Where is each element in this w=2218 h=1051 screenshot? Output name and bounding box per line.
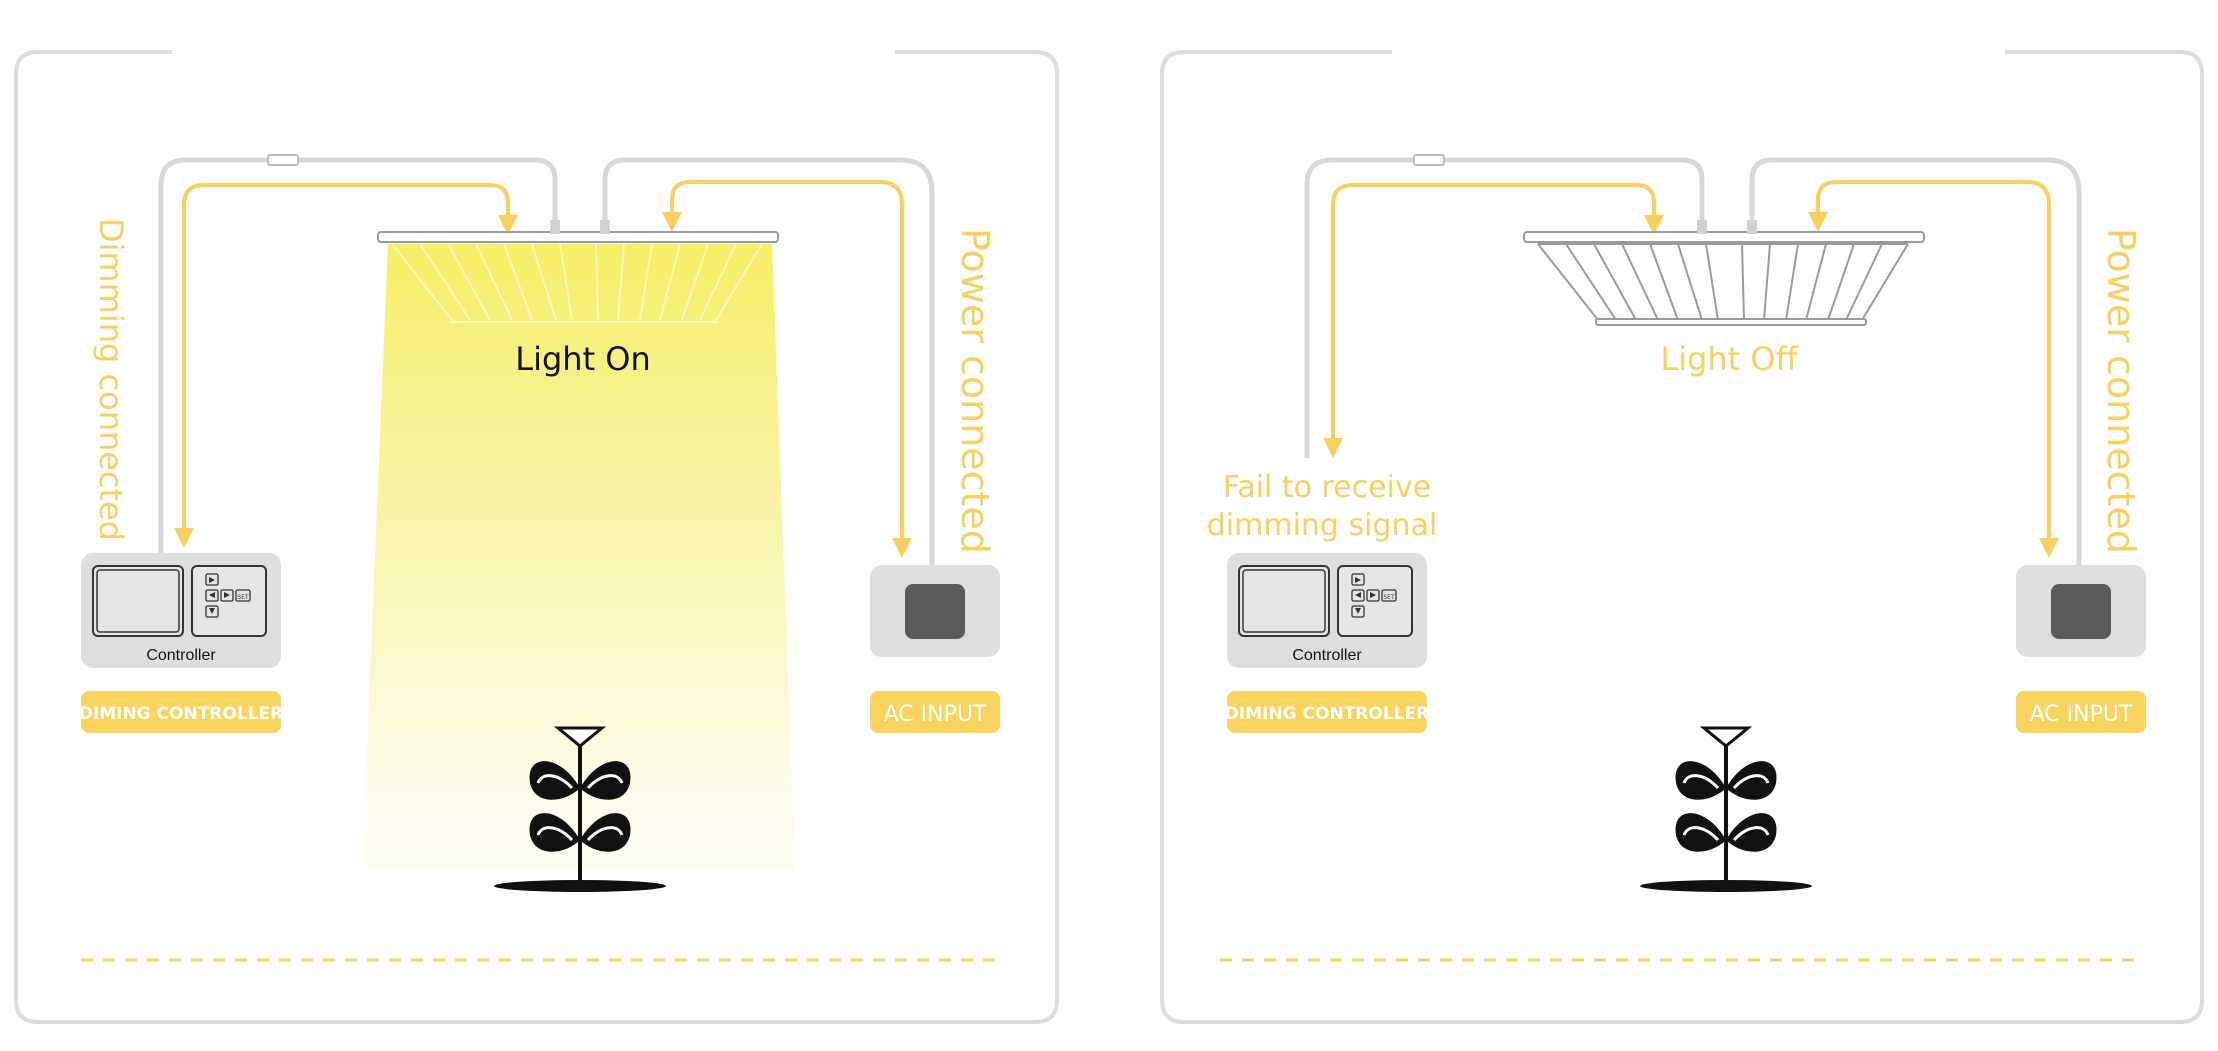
- set-key-text-right: SET: [1383, 594, 1395, 601]
- controller-caption: Controller: [146, 647, 216, 664]
- right-panel-frame: [1160, 50, 2204, 1024]
- controller-badge-bg: [81, 691, 281, 733]
- controller-caption-right: Controller: [1292, 647, 1362, 664]
- right-panel: Power connected Light Off Fail to receiv…: [1160, 50, 2204, 1024]
- dimming-cable: [158, 157, 558, 553]
- set-key-icon: [1381, 589, 1397, 602]
- light-on-label: Light On: [515, 340, 651, 378]
- dimming-controller-device-right: SET Controller: [1227, 553, 1427, 668]
- fail-dimming-label-line2: dimming signal: [1207, 508, 1438, 543]
- set-key-icon: [235, 589, 251, 602]
- controller-badge: DIMING CONTROLLER: [79, 704, 283, 724]
- power-cable-right: [1749, 157, 2082, 565]
- grow-light-fixture-icon: [377, 220, 779, 323]
- power-connected-label-right: Power connected: [2099, 228, 2143, 554]
- dimming-connected-label: Dimming connected: [92, 218, 130, 541]
- set-key-text: SET: [237, 594, 249, 601]
- power-connected-label: Power connected: [953, 228, 997, 554]
- grow-light-fixture-icon-off: [1523, 220, 1925, 326]
- plant-icon-right: [1638, 726, 1814, 894]
- power-arrow-right: [1808, 180, 2059, 558]
- dimming-arrow: [174, 183, 518, 548]
- left-panel-frame: [14, 50, 1059, 1024]
- ac-input-device-right: [2016, 565, 2146, 657]
- left-panel: Dimming connected Power connected Light …: [14, 50, 1059, 1024]
- fail-dimming-label-line1: Fail to receive: [1223, 470, 1431, 505]
- power-arrow: [662, 180, 912, 558]
- dimming-controller-device: SET Controller: [81, 553, 281, 668]
- ac-input-badge-right: AC INPUT: [2030, 702, 2133, 727]
- dimming-cable-right: [1304, 157, 1705, 458]
- light-off-label: Light Off: [1660, 340, 1798, 378]
- dimming-arrow-right: [1323, 183, 1664, 458]
- power-cable: [602, 157, 935, 565]
- ac-input-device: [870, 565, 1000, 657]
- ac-badge-bg-right: [2016, 691, 2146, 733]
- controller-badge-bg-right: [1227, 691, 1427, 733]
- ac-input-badge: AC INPUT: [884, 702, 987, 727]
- ac-badge-bg: [870, 691, 1000, 733]
- controller-badge-right: DIMING CONTROLLER: [1225, 704, 1429, 724]
